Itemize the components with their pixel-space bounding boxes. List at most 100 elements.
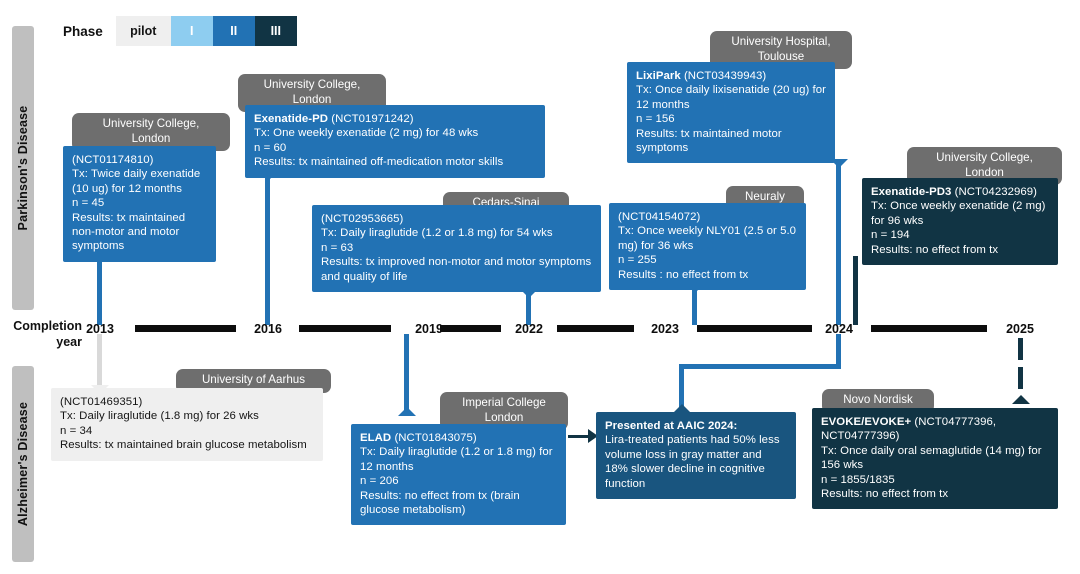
timeline-segment-6 bbox=[871, 325, 987, 332]
connector-lixipark bbox=[836, 160, 841, 325]
institution-nct01174810: University College, London bbox=[72, 113, 230, 152]
timeline-year-2013[interactable]: 2013 bbox=[86, 322, 114, 336]
phase-chip-ii[interactable]: II bbox=[212, 16, 255, 46]
study-card-lixipark[interactable]: LixiPark (NCT03439943) Tx: Once daily li… bbox=[627, 62, 835, 164]
tx-text: Tx: Once weekly NLY01 (2.5 or 5.0 mg) fo… bbox=[618, 225, 797, 252]
results-text: Results : no effect from tx bbox=[618, 268, 749, 281]
study-card-nct01469351[interactable]: (NCT01469351) Tx: Daily liraglutide (1.8… bbox=[51, 388, 323, 461]
institution-nct01469351: University of Aarhus bbox=[176, 369, 331, 393]
timeline-year-2025[interactable]: 2025 bbox=[1006, 322, 1034, 336]
n-text: n = 156 bbox=[636, 113, 675, 126]
phase-chip-i[interactable]: I bbox=[170, 16, 213, 46]
phase-chip-iii[interactable]: III bbox=[254, 16, 297, 46]
timeline-segment-2 bbox=[299, 325, 391, 332]
connector-evoke-dash-1 bbox=[1018, 338, 1023, 360]
n-text: n = 194 bbox=[871, 229, 910, 242]
nct-id: (NCT04154072) bbox=[618, 211, 701, 223]
connector-evoke-dash-2 bbox=[1018, 367, 1023, 389]
timeline-year-2023[interactable]: 2023 bbox=[651, 322, 679, 336]
connector-elad bbox=[404, 334, 409, 416]
n-text: n = 45 bbox=[72, 197, 105, 210]
study-name: Exenatide-PD3 bbox=[871, 186, 952, 198]
band-parkinsons-label: Parkinson's Disease bbox=[16, 105, 30, 231]
n-text: n = 206 bbox=[360, 475, 399, 488]
study-name: ELAD bbox=[360, 432, 392, 444]
nct-id: (NCT01971242) bbox=[331, 113, 414, 125]
nct-id: (NCT01469351) bbox=[60, 396, 143, 408]
timeline-year-2019[interactable]: 2019 bbox=[415, 322, 443, 336]
phase-legend-title: Phase bbox=[63, 23, 103, 39]
notch-evoke bbox=[1012, 395, 1030, 404]
connector-exenatide-pd3 bbox=[853, 256, 858, 325]
band-alzheimers-label: Alzheimer's Disease bbox=[16, 401, 30, 527]
callout-headline: Presented at AAIC 2024: bbox=[605, 420, 738, 432]
nct-id: (NCT02953665) bbox=[321, 213, 404, 225]
nct-id: (NCT04777396, NCT04777396) bbox=[821, 416, 997, 443]
results-text: Results: tx maintained brain glucose met… bbox=[60, 439, 307, 452]
connector-aaic-vertical-right bbox=[836, 334, 841, 368]
n-text: n = 1855/1835 bbox=[821, 473, 895, 486]
institution-evoke: Novo Nordisk bbox=[822, 389, 934, 413]
results-text: Results: tx maintained non-motor and mot… bbox=[72, 211, 186, 253]
results-text: Results: tx maintained motor symptoms bbox=[636, 127, 782, 155]
tx-text: Tx: Once daily lixisenatide (20 ug) for … bbox=[636, 84, 826, 111]
study-name: Exenatide-PD bbox=[254, 113, 329, 125]
connector-nct02953665 bbox=[526, 290, 531, 325]
n-text: n = 60 bbox=[254, 141, 287, 154]
connector-aaic-horizontal bbox=[679, 364, 841, 369]
results-text: Results: no effect from tx (brain glucos… bbox=[360, 489, 520, 517]
callout-aaic-2024[interactable]: Presented at AAIC 2024: Lira-treated pat… bbox=[596, 412, 796, 500]
tx-text: Tx: Once weekly exenatide (2 mg) for 96 … bbox=[871, 200, 1046, 227]
phase-legend: Phase pilot I II III bbox=[63, 16, 297, 46]
arrow-elad-to-aaic-line bbox=[568, 435, 590, 438]
study-card-exenatide-pd3[interactable]: Exenatide-PD3 (NCT04232969) Tx: Once wee… bbox=[862, 178, 1058, 266]
timeline-segment-3 bbox=[440, 325, 501, 332]
results-text: Results: tx maintained off-medication mo… bbox=[254, 156, 504, 169]
timeline-year-2022[interactable]: 2022 bbox=[515, 322, 543, 336]
timeline-segment-5 bbox=[697, 325, 812, 332]
connector-nct01469351 bbox=[97, 334, 102, 386]
tx-text: Tx: Once daily oral semaglutide (14 mg) … bbox=[821, 444, 1042, 472]
institution-elad: Imperial College London bbox=[440, 392, 568, 431]
timeline-segment-1 bbox=[135, 325, 236, 332]
notch-lixipark bbox=[830, 159, 848, 168]
results-text: Results: no effect from tx bbox=[871, 243, 999, 256]
tx-text: Tx: Daily liraglutide (1.8 mg) for 26 wk… bbox=[60, 410, 259, 423]
study-name: EVOKE/EVOKE+ bbox=[821, 416, 912, 428]
nct-id: (NCT04232969) bbox=[954, 186, 1037, 198]
nct-id: (NCT01843075) bbox=[394, 432, 477, 444]
notch-elad bbox=[398, 407, 416, 416]
arrow-elad-to-aaic-head bbox=[588, 429, 598, 443]
connector-nct04154072 bbox=[692, 285, 697, 325]
n-text: n = 63 bbox=[321, 241, 354, 254]
band-alzheimers: Alzheimer's Disease bbox=[12, 366, 34, 562]
tx-text: Tx: One weekly exenatide (2 mg) for 48 w… bbox=[254, 127, 479, 140]
tx-text: Tx: Daily liraglutide (1.2 or 1.8 mg) fo… bbox=[321, 227, 553, 240]
study-card-nct02953665[interactable]: (NCT02953665) Tx: Daily liraglutide (1.2… bbox=[312, 205, 601, 293]
timeline-axis-label-line1: Completion bbox=[13, 319, 82, 333]
tx-text: Tx: Twice daily exenatide (10 ug) for 12… bbox=[72, 168, 201, 195]
study-card-evoke[interactable]: EVOKE/EVOKE+ (NCT04777396, NCT04777396) … bbox=[812, 408, 1058, 510]
n-text: n = 255 bbox=[618, 254, 657, 267]
connector-nct01174810 bbox=[97, 253, 102, 325]
phase-chip-pilot[interactable]: pilot bbox=[115, 16, 171, 46]
n-text: n = 34 bbox=[60, 424, 93, 437]
results-text: Results: no effect from tx bbox=[821, 488, 949, 501]
timeline-year-2024[interactable]: 2024 bbox=[825, 322, 853, 336]
timeline-axis-label-line2: year bbox=[56, 335, 82, 349]
study-card-exenatide-pd[interactable]: Exenatide-PD (NCT01971242) Tx: One weekl… bbox=[245, 105, 545, 178]
timeline-year-2016[interactable]: 2016 bbox=[254, 322, 282, 336]
band-parkinsons: Parkinson's Disease bbox=[12, 26, 34, 310]
connector-exenatide-pd bbox=[265, 173, 270, 325]
timeline-axis-label: Completion year bbox=[0, 318, 82, 350]
connector-aaic-vertical-left bbox=[679, 364, 684, 413]
timeline-segment-4 bbox=[557, 325, 634, 332]
notch-aaic bbox=[673, 404, 691, 413]
notch-nct02953665 bbox=[520, 289, 538, 298]
study-card-nct04154072[interactable]: (NCT04154072) Tx: Once weekly NLY01 (2.5… bbox=[609, 203, 806, 291]
callout-body: Lira-treated patients had 50% less volum… bbox=[605, 434, 780, 490]
study-card-nct01174810[interactable]: (NCT01174810) Tx: Twice daily exenatide … bbox=[63, 146, 216, 262]
study-card-elad[interactable]: ELAD (NCT01843075) Tx: Daily liraglutide… bbox=[351, 424, 566, 526]
nct-id: (NCT01174810) bbox=[72, 154, 154, 166]
